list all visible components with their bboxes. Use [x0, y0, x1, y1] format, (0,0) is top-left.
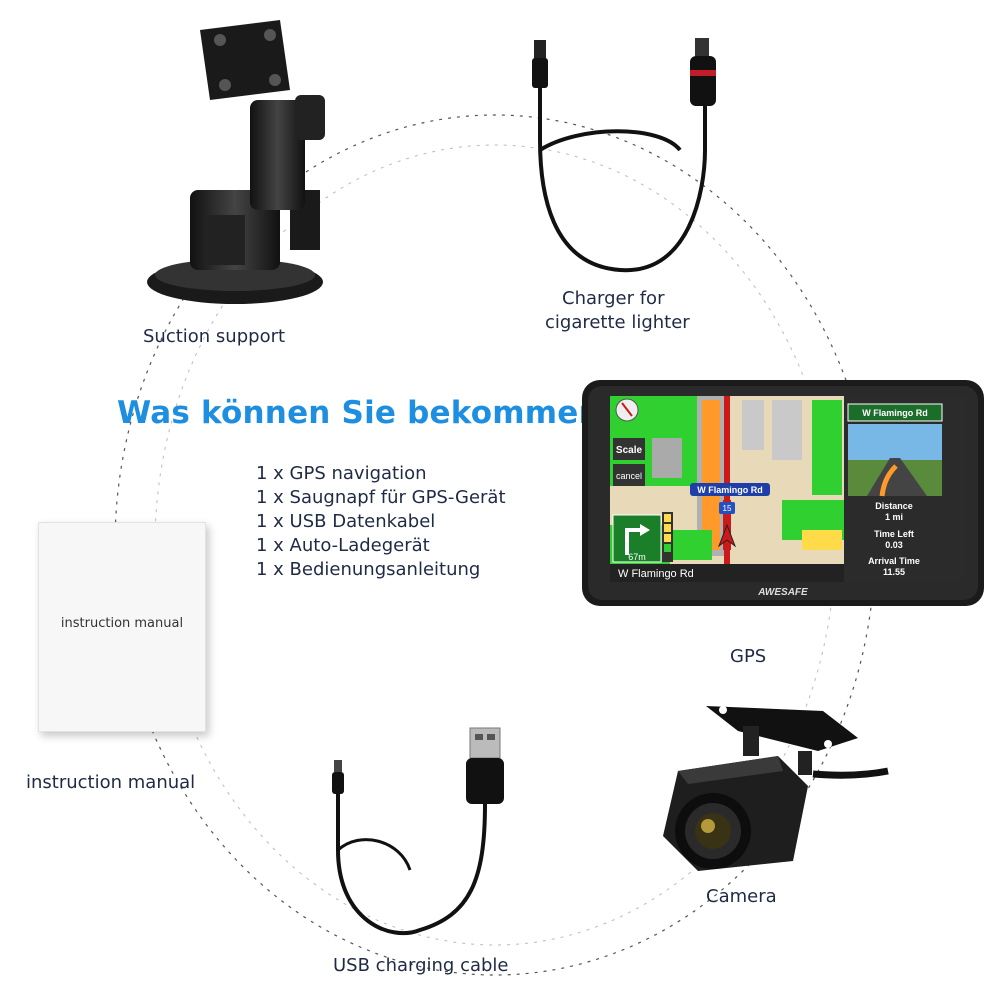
list-item: 1 x GPS navigation: [256, 463, 427, 484]
camera-image: [663, 706, 889, 871]
list-item: 1 x Saugnapf für GPS-Gerät: [256, 487, 506, 508]
charger-image: [532, 38, 716, 273]
distance-label: Distance: [875, 501, 913, 511]
manual-cover-text: instruction manual: [60, 616, 184, 631]
bottom-street-label: W Flamingo Rd: [618, 568, 694, 580]
arrival-label: Arrival Time: [868, 556, 920, 566]
street-sign: W Flamingo Rd: [862, 408, 928, 418]
page-title: Was können Sie bekommen?: [117, 395, 619, 431]
list-item: 1 x USB Datenkabel: [256, 511, 436, 532]
map-street-label: W Flamingo Rd: [697, 485, 763, 495]
list-item: 1 x Bedienungsanleitung: [256, 559, 481, 580]
contents-list: 1 x GPS navigation 1 x Saugnapf für GPS-…: [256, 462, 506, 582]
turn-distance: 67m: [628, 552, 646, 562]
instruction-manual-label: instruction manual: [26, 772, 196, 793]
cancel-button[interactable]: cancel: [616, 471, 642, 481]
suction-mount-image: [147, 20, 325, 304]
charger-label-line1: Charger for: [562, 288, 665, 309]
gps-label: GPS: [730, 646, 767, 667]
gps-device-image: W Flamingo Rd 15 Scale cancel 67m W Flam…: [582, 380, 984, 606]
suction-support-label: Suction support: [143, 326, 286, 347]
time-left-value: 0.03: [885, 540, 903, 550]
arrival-value: 11.55: [883, 567, 905, 577]
time-left-label: Time Left: [874, 529, 914, 539]
usb-cable-image: [332, 727, 504, 936]
scale-button[interactable]: Scale: [616, 445, 643, 456]
brand-logo: AWESAFE: [757, 587, 808, 598]
list-item: 1 x Auto-Ladegerät: [256, 535, 430, 556]
usb-cable-label: USB charging cable: [333, 955, 509, 976]
distance-value: 1 mi: [885, 512, 903, 522]
instruction-manual-image: instruction manual: [38, 522, 206, 732]
charger-label-line2: cigarette lighter: [545, 312, 690, 333]
route-shield: 15: [723, 504, 732, 513]
camera-label: Camera: [706, 886, 777, 907]
